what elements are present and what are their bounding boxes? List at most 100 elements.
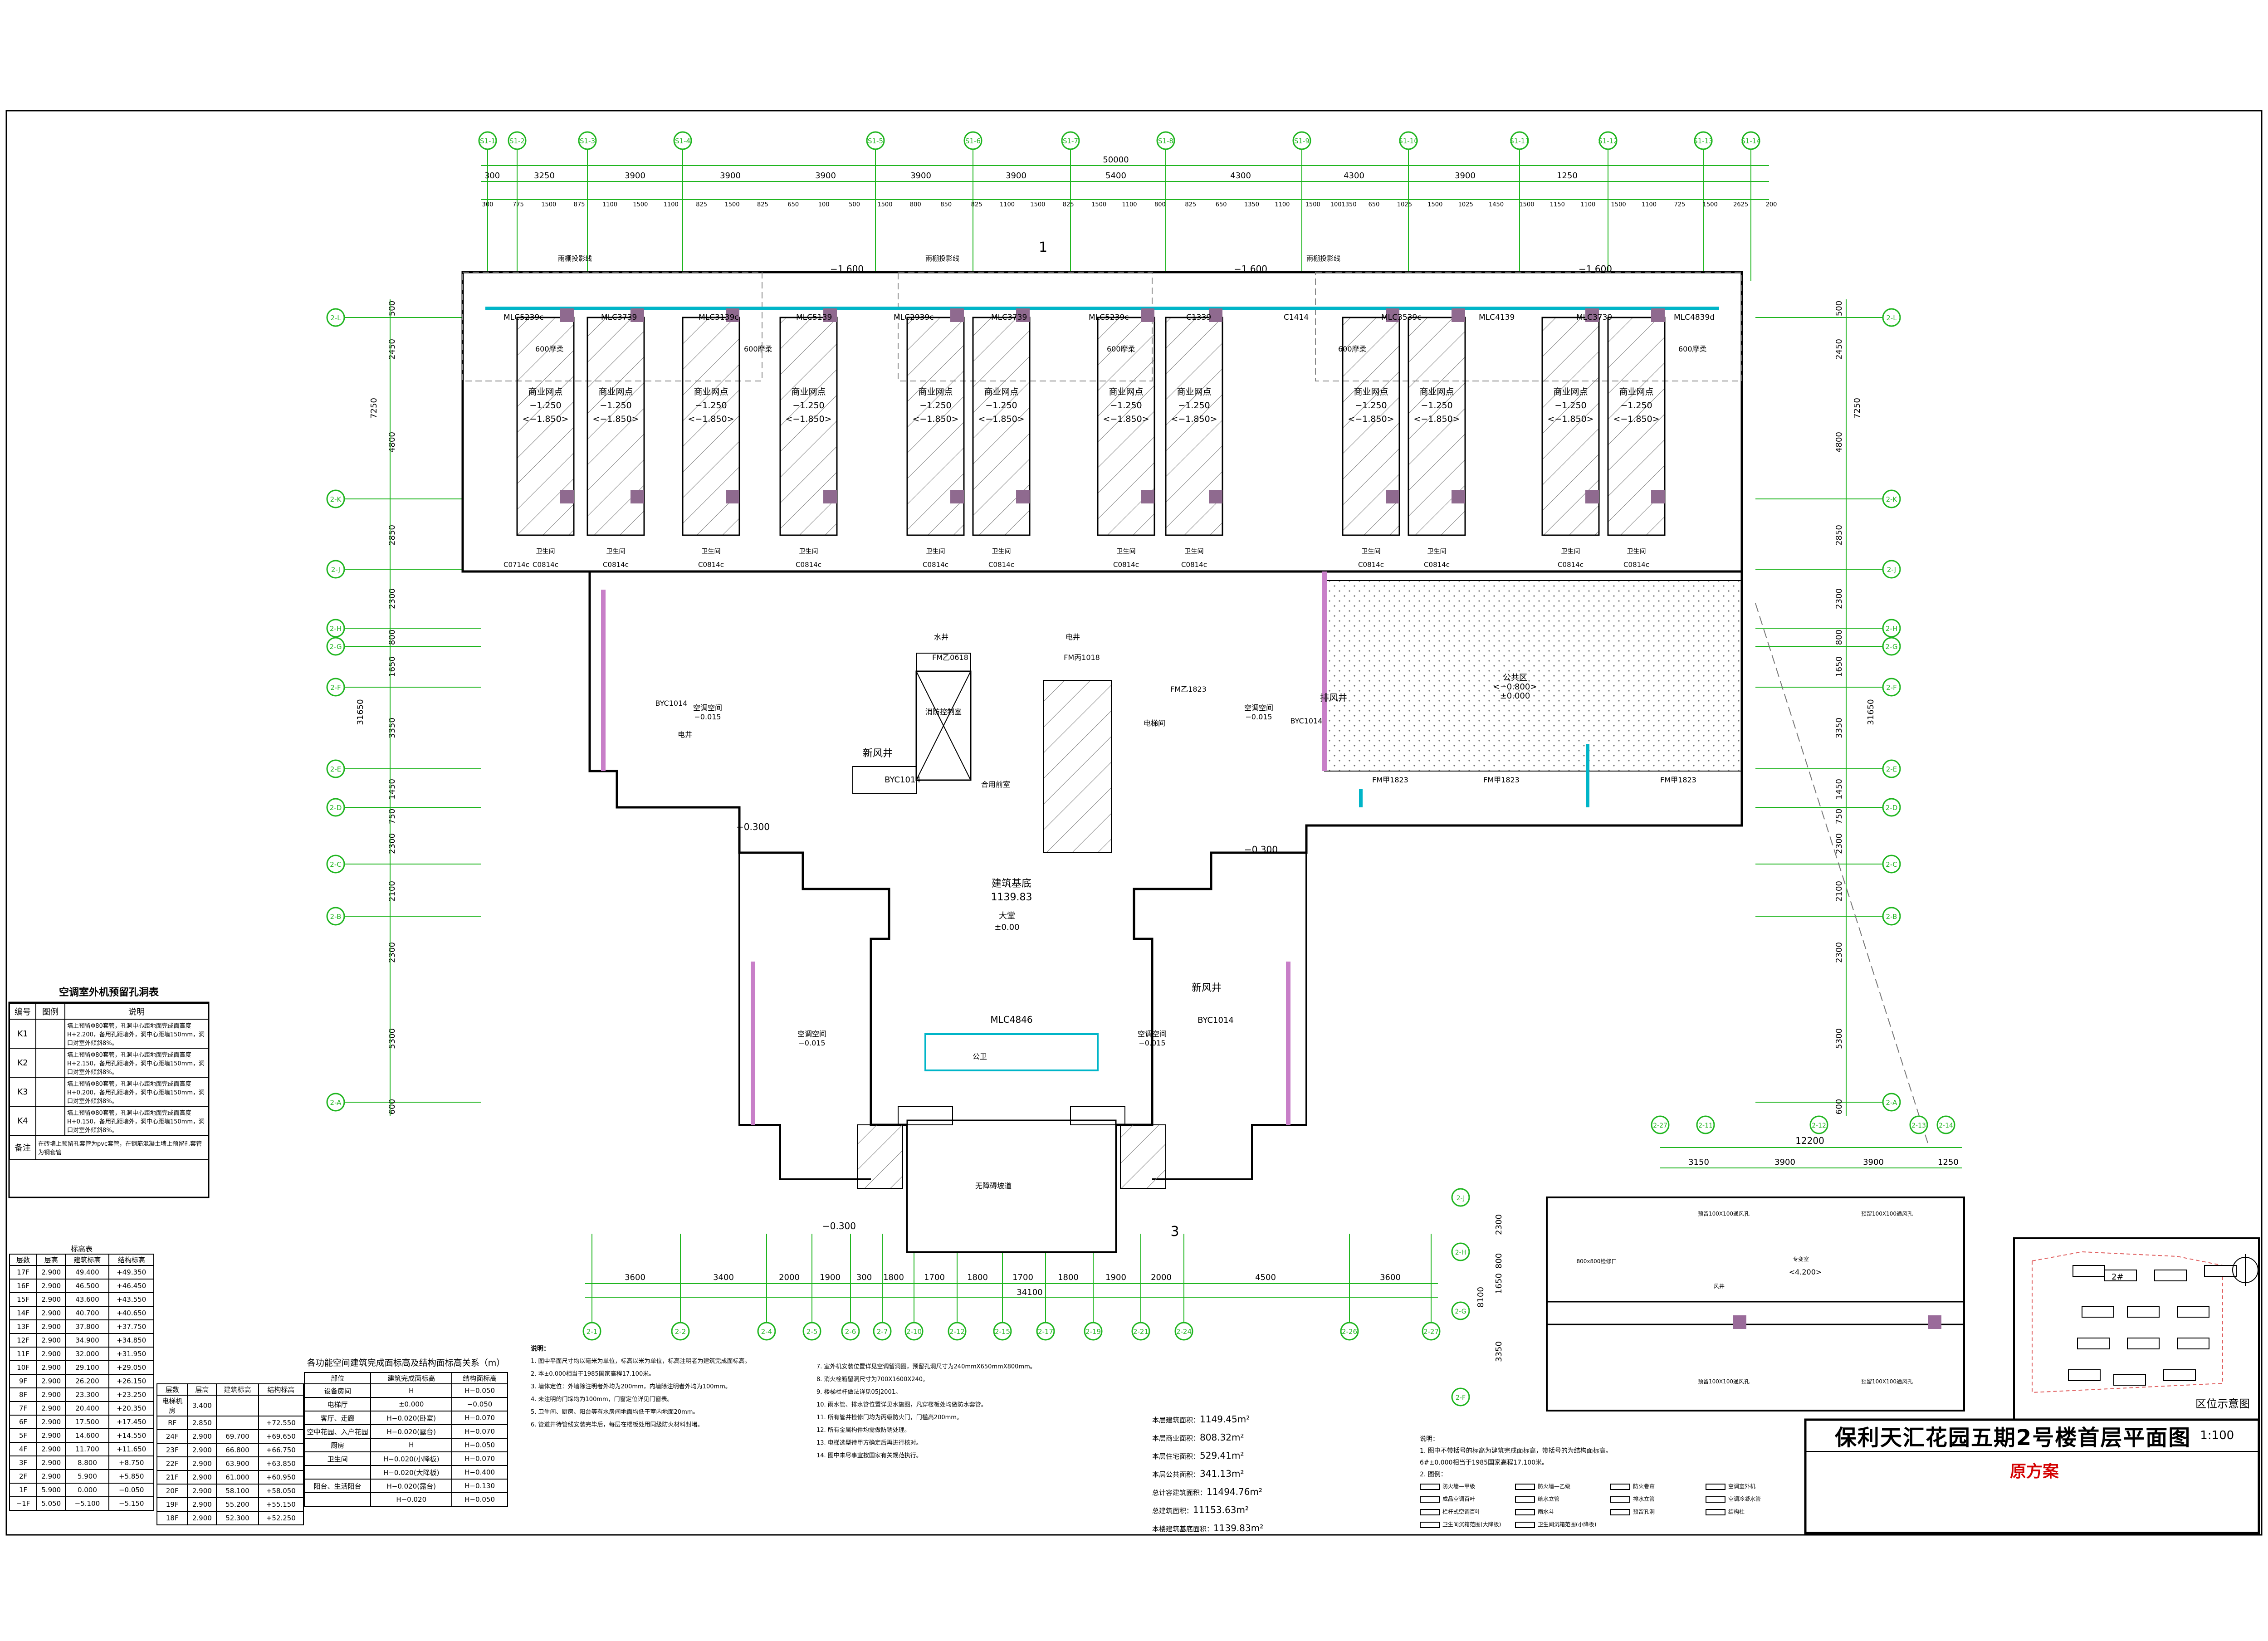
inset-label: 800x800检修口 bbox=[1577, 1258, 1617, 1265]
toilet-label: 卫生间 bbox=[799, 548, 818, 555]
axis-bubble-bottom: 2-4 bbox=[757, 1322, 776, 1341]
table-header: 建筑完成面标高 bbox=[370, 1372, 453, 1384]
table-cell: 电梯机房 bbox=[156, 1395, 188, 1416]
axis-bubble-right: 2-K bbox=[1882, 489, 1901, 508]
dim-bottom-row: 300 bbox=[856, 1273, 872, 1282]
axis-bubble-left: 2-L bbox=[326, 308, 345, 327]
ac-hole-table-frame bbox=[8, 1001, 210, 1198]
svg-text:2-E: 2-E bbox=[330, 765, 341, 773]
table-cell: +20.350 bbox=[108, 1401, 154, 1416]
svg-text:2-G: 2-G bbox=[1885, 643, 1897, 651]
ac-legend-icon bbox=[35, 1019, 65, 1049]
area-stat-label: 本层商业面积： bbox=[1152, 1434, 1200, 1442]
shop-level-2: <−1.850> bbox=[592, 414, 639, 424]
dim-top-row2: 1100 bbox=[1580, 201, 1595, 208]
table-cell: 5.900 bbox=[65, 1469, 110, 1484]
axis-bubble-top: S1-5 bbox=[866, 131, 885, 150]
dim-bottom-row: 2000 bbox=[1151, 1273, 1172, 1282]
new-air-shaft-label-2: 新风井 bbox=[1192, 982, 1222, 994]
table-cell: 29.100 bbox=[65, 1360, 110, 1375]
axis-bubble-bottom: 2-6 bbox=[841, 1322, 860, 1341]
shop-label: 商业网点 bbox=[694, 387, 728, 397]
dim-left-side: 5300 bbox=[387, 1028, 397, 1049]
svg-text:S1-10: S1-10 bbox=[1398, 137, 1418, 145]
svg-text:2-D: 2-D bbox=[1886, 804, 1898, 812]
table-header: 结构面标高 bbox=[451, 1372, 508, 1384]
inset-dim-left: 1650 bbox=[1494, 1273, 1504, 1294]
site-building-block bbox=[2127, 1338, 2160, 1349]
table-cell: +49.350 bbox=[108, 1265, 154, 1280]
dim-bottom-row: 3400 bbox=[713, 1273, 734, 1282]
electric-shaft-label-2: 电井 bbox=[678, 730, 692, 739]
legend-item: 防火墙—甲级 bbox=[1420, 1480, 1510, 1492]
axis-bubble-right: 2-H bbox=[1882, 619, 1901, 638]
table-cell: 23.300 bbox=[65, 1387, 110, 1402]
site-building-block bbox=[2163, 1369, 2196, 1381]
ac-row-id: 备注 bbox=[9, 1135, 36, 1160]
table-cell bbox=[303, 1465, 371, 1480]
table-cell: H−0.050 bbox=[451, 1492, 508, 1507]
inset-dim: 3150 bbox=[1688, 1157, 1709, 1167]
svg-text:2-1: 2-1 bbox=[587, 1328, 598, 1336]
legend-item: 卫生间沉箱范围(小降板) bbox=[1515, 1519, 1606, 1530]
public-wc-label: 公卫 bbox=[973, 1052, 987, 1061]
dim-top-row2: 725 bbox=[1674, 201, 1685, 208]
legend-swatch-icon bbox=[1706, 1496, 1725, 1503]
table-cell: 0.000 bbox=[65, 1483, 110, 1497]
window-label: C0814c bbox=[698, 561, 724, 569]
site-building-block bbox=[2113, 1374, 2146, 1386]
dim-left-side: 500 bbox=[387, 301, 397, 316]
area-stat-label: 本层公共面积： bbox=[1152, 1470, 1200, 1479]
axis-bubble-left: 2-G bbox=[326, 637, 345, 656]
dim-top-row2: 775 bbox=[513, 201, 524, 208]
shop-label: 商业网点 bbox=[1354, 387, 1388, 397]
inset-axis-left: 2-H bbox=[1455, 1249, 1466, 1256]
column bbox=[950, 308, 964, 322]
table-cell: 2.900 bbox=[36, 1279, 66, 1293]
dim-bottom-row: 1800 bbox=[1058, 1273, 1079, 1282]
column bbox=[1141, 490, 1154, 503]
svg-text:S1-14: S1-14 bbox=[1741, 137, 1761, 145]
vent-label: 600摩柔 bbox=[1678, 345, 1707, 353]
toilet-label: 卫生间 bbox=[702, 548, 721, 555]
table-cell: 2.900 bbox=[36, 1292, 66, 1307]
dim-top-row2: 1500 bbox=[1519, 201, 1534, 208]
svg-text:S1-9: S1-9 bbox=[1294, 137, 1310, 145]
dim-left-side: 1650 bbox=[387, 656, 397, 677]
svg-text:S1-13: S1-13 bbox=[1693, 137, 1713, 145]
table-cell: +58.050 bbox=[258, 1484, 304, 1498]
ac-row-id: K2 bbox=[9, 1048, 36, 1078]
legend-swatch-icon bbox=[1515, 1496, 1535, 1503]
table-cell: 电梯厅 bbox=[303, 1397, 371, 1411]
table-cell: 空中花园、入户花园 bbox=[303, 1424, 371, 1439]
table-cell: 2.900 bbox=[187, 1497, 217, 1512]
area-stat-row: 总计容建筑面积：11494.76m² bbox=[1152, 1483, 1263, 1501]
ac-table-header: 编号 bbox=[9, 1003, 36, 1020]
table-row: K3 墙上预留Φ80套管，孔洞中心距地面完成面高度H+0.200，备用孔距墙外，… bbox=[9, 1077, 209, 1107]
table-cell: 8F bbox=[9, 1387, 38, 1402]
shop-level-2: <−1.850> bbox=[912, 414, 958, 424]
axis-bubble-bottom: 2-2 bbox=[671, 1322, 690, 1341]
dim-left-side: 750 bbox=[387, 809, 397, 824]
legend-swatch-icon bbox=[1420, 1496, 1440, 1503]
table-cell: +29.050 bbox=[108, 1360, 154, 1375]
window-tag: MLC3739 bbox=[991, 313, 1027, 322]
area-stat-label: 总建筑面积： bbox=[1152, 1507, 1193, 1515]
table-cell: 17F bbox=[9, 1265, 38, 1280]
water-shaft-label: 水井 bbox=[934, 633, 948, 641]
window-label: C0814c bbox=[1558, 561, 1584, 569]
table-cell: 2.900 bbox=[36, 1415, 66, 1429]
shop-level-2: <−1.850> bbox=[1613, 414, 1659, 424]
dim-top-row2: 100 bbox=[818, 201, 830, 208]
table-cell: +63.850 bbox=[258, 1456, 304, 1471]
table-cell: +37.750 bbox=[108, 1319, 154, 1334]
